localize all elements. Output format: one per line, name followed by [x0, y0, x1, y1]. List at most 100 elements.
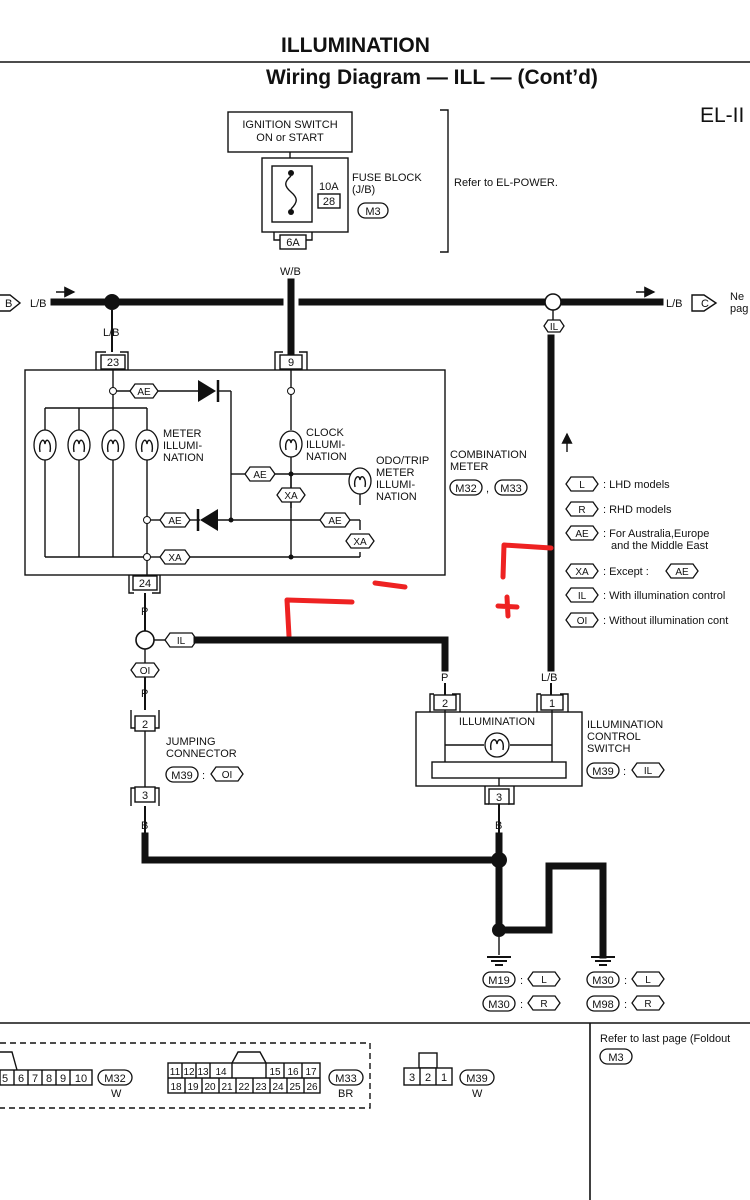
svg-text:: Without illumination cont: : Without illumination cont	[603, 615, 728, 627]
code-tag-ae-1: AE	[129, 383, 159, 399]
svg-text:M32: M32	[455, 483, 476, 495]
splice-p	[135, 630, 155, 650]
svg-text:M3: M3	[365, 206, 380, 218]
svg-text:M33: M33	[335, 1073, 356, 1085]
switch-label-3: SWITCH	[587, 743, 630, 755]
ground-m98-r: M98 : R	[586, 995, 665, 1012]
pin-9: 9	[274, 351, 308, 370]
odo-label-3: ILLUMI-	[376, 479, 415, 491]
splice-right	[544, 293, 562, 311]
svg-text:IL: IL	[550, 322, 559, 333]
legend-item-ae: AE : For Australia,Europe and the Middle…	[565, 525, 709, 552]
svg-text:XA: XA	[168, 553, 182, 564]
svg-text:21: 21	[221, 1082, 233, 1093]
svg-text:OI: OI	[577, 616, 588, 627]
svg-text:M39: M39	[592, 766, 613, 778]
fuse-refer: Refer to EL-POWER.	[454, 177, 558, 189]
ground-m30-r: M30 : R	[482, 995, 561, 1012]
svg-text:AE: AE	[168, 516, 182, 527]
legend-item-il: IL : With illumination control	[565, 587, 725, 603]
ground-m30-l: M30 : L	[586, 971, 665, 988]
svg-text:9: 9	[60, 1073, 66, 1085]
svg-text:7: 7	[32, 1073, 38, 1085]
code-tag-ae-3: AE	[159, 512, 191, 528]
red-mark-3	[284, 597, 355, 639]
svg-text:B: B	[5, 298, 12, 310]
svg-text:L: L	[579, 480, 585, 491]
svg-text:3: 3	[142, 790, 148, 802]
switch-label-1: ILLUMINATION	[587, 719, 663, 731]
svg-text:23: 23	[255, 1082, 267, 1093]
svg-text:OI: OI	[140, 666, 151, 677]
svg-text:28: 28	[323, 196, 335, 208]
svg-text:2: 2	[142, 719, 148, 731]
next-page-text-2: pag	[730, 303, 748, 315]
meter-label-2: ILLUMI-	[163, 440, 202, 452]
svg-text:ILLUMINATION: ILLUMINATION	[459, 716, 535, 728]
clock-illumination-bulb	[279, 430, 303, 458]
page-title: ILLUMINATION	[281, 34, 430, 57]
svg-text:20: 20	[204, 1082, 216, 1093]
svg-text:1: 1	[549, 698, 555, 710]
svg-text:24: 24	[139, 578, 151, 590]
svg-text:IL: IL	[644, 766, 653, 777]
svg-text:M19: M19	[488, 975, 509, 987]
svg-text:10A: 10A	[319, 181, 339, 193]
jumping-label-1: JUMPING	[166, 736, 216, 748]
svg-text:R: R	[578, 505, 585, 516]
legend-item-r: R : RHD models	[565, 501, 672, 517]
wire-label-p-2: P	[441, 672, 448, 684]
svg-text:M98: M98	[592, 999, 613, 1011]
code-tag-xa-1: XA	[276, 487, 306, 503]
jumping-connector: 2 3	[130, 710, 160, 806]
svg-text:6: 6	[18, 1073, 24, 1085]
svg-text:19: 19	[187, 1082, 199, 1093]
page-subtitle: Wiring Diagram — ILL — (Cont’d)	[266, 66, 598, 89]
refer-last-page: Refer to last page (Foldout	[600, 1033, 730, 1045]
combo-sep: ,	[486, 483, 489, 495]
bottom-connector-m33: 11 12 13 14 15 16 17 18 19 20 21 22 23 2…	[167, 1051, 364, 1100]
clock-label-2: ILLUMI-	[306, 439, 345, 451]
meter-label-1: METER	[163, 428, 202, 440]
svg-text:3: 3	[409, 1072, 415, 1084]
combo-connector-m33: M33	[494, 479, 528, 496]
svg-text:M33: M33	[500, 483, 521, 495]
svg-text:AE: AE	[675, 567, 689, 578]
svg-text::: :	[520, 975, 523, 987]
code-tag-ae-2: AE	[244, 466, 276, 482]
illumination-control-switch: 2 1 ILLUMINATION 3	[415, 693, 583, 805]
svg-text:17: 17	[305, 1067, 317, 1078]
svg-text::: :	[624, 999, 627, 1011]
combo-connector-m32: M32	[449, 479, 483, 496]
svg-text:IL: IL	[177, 636, 186, 647]
red-mark-1	[500, 542, 554, 580]
code-tag-il-right: IL	[543, 319, 565, 333]
svg-text:: RHD models: : RHD models	[603, 504, 672, 516]
svg-text:OI: OI	[222, 770, 233, 781]
combo-label-1: COMBINATION	[450, 449, 527, 461]
wire-label-b-5: B	[599, 896, 606, 908]
wire-label-lb-right: L/B	[666, 298, 683, 310]
fuse-bracket	[440, 109, 449, 253]
svg-text:14: 14	[215, 1067, 227, 1078]
pin-24: 24	[128, 575, 161, 594]
svg-text:: With illumination control: : With illumination control	[603, 590, 725, 602]
svg-text:IL: IL	[578, 591, 587, 602]
svg-text:L: L	[541, 975, 547, 986]
svg-text:23: 23	[107, 357, 119, 369]
svg-text:(J/B): (J/B)	[352, 184, 375, 196]
ground-splice	[491, 852, 507, 868]
bottom-connector-m39: 3 2 1 M39 W	[403, 1052, 495, 1100]
odo-label-1: ODO/TRIP	[376, 455, 429, 467]
svg-text:M30: M30	[592, 975, 613, 987]
ignition-switch: IGNITION SWITCH ON or START	[227, 111, 353, 153]
jumping-connector-m39: M39 : OI	[165, 766, 244, 783]
svg-text:10: 10	[75, 1073, 87, 1085]
code-tag-xa-3: XA	[159, 549, 191, 565]
svg-text:15: 15	[269, 1067, 281, 1078]
wire-label-lb-sw: L/B	[541, 672, 558, 684]
svg-text:13: 13	[197, 1067, 209, 1078]
refer-connector-m3: M3	[599, 1048, 633, 1065]
svg-text:FUSE BLOCK: FUSE BLOCK	[352, 172, 422, 184]
